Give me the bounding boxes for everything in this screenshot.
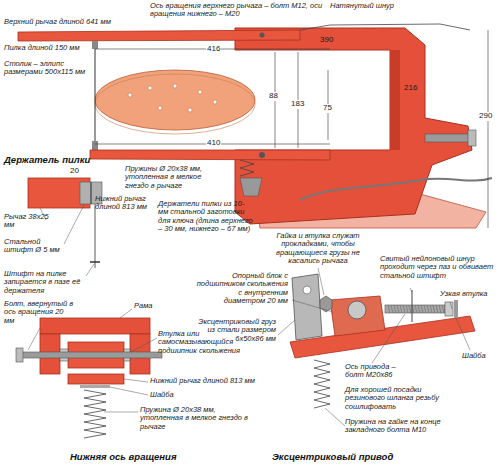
part-label: Гайка и втулка служат прокладками, чтобы…	[262, 232, 374, 266]
washer	[80, 385, 110, 388]
spring	[84, 390, 106, 438]
pivot-bolt	[260, 33, 265, 38]
narrow-sleeve	[445, 302, 453, 316]
power-cord	[300, 178, 492, 200]
part-label: Пружина Ø 20x38 мм, утопленная в мелкое …	[140, 406, 255, 431]
part-label: Узкая втулка	[440, 290, 488, 298]
table	[95, 70, 255, 130]
part-label: Втулка или самосмазывающийся подшипник с…	[158, 330, 253, 355]
dimension: 20	[70, 167, 79, 176]
saw-blade	[95, 204, 96, 268]
bracket	[240, 178, 262, 196]
washer	[454, 300, 458, 318]
cord	[300, 24, 470, 30]
spring	[314, 360, 330, 408]
bearing-block	[330, 296, 385, 336]
part-label: Штифт на пилке запирается в пазе её держ…	[4, 270, 86, 295]
table-holes	[128, 84, 217, 112]
pivot-bolt	[259, 152, 265, 158]
nut	[320, 296, 332, 312]
lower-arm	[90, 150, 330, 160]
eccentric-weight	[292, 274, 322, 340]
drive-bolt	[385, 305, 445, 313]
dimension: 416	[206, 45, 221, 54]
part-label: Стальной штифт Ø 5 мм	[4, 238, 66, 255]
section-heading: Эксцентриковый привод	[272, 452, 393, 463]
part-label: Ось вращения верхнего рычага – болт М12,…	[150, 2, 325, 19]
leader-lines	[28, 309, 157, 412]
dimension: 390	[320, 36, 333, 45]
upper-arm	[18, 30, 300, 41]
part-label: Для хорошей посадки резинового шланга ре…	[345, 386, 455, 411]
part-label: Пилка длиной 150 мм	[4, 44, 80, 52]
part-label: Рама	[134, 302, 153, 310]
dimension: 88	[268, 92, 279, 101]
part-label: Нижний рычаг длиной 813 мм	[95, 195, 153, 212]
eccentric-bolt	[425, 134, 470, 142]
dimension: 75	[322, 104, 333, 113]
blade-holder	[92, 41, 98, 49]
bearing	[348, 301, 366, 319]
spring	[240, 160, 254, 176]
bolt-head	[468, 130, 476, 146]
slot	[90, 182, 92, 204]
frame	[235, 28, 472, 224]
pivot-bolt	[22, 352, 162, 358]
blade-pin	[90, 261, 100, 263]
part-label: Держатели пилки из 10-мм стальной загото…	[158, 200, 253, 234]
bolt-head	[16, 348, 23, 362]
part-label: Опорный блок с подшипником скольжения с …	[196, 272, 288, 306]
dimension: 290	[478, 112, 493, 121]
springs	[84, 160, 330, 438]
part-label: Шайба	[462, 352, 486, 360]
frame	[40, 318, 150, 334]
part-label: Столик – эллипс размерами 500x115 мм	[4, 60, 99, 77]
part-label: Свитый нейлоновый шнур проходит через па…	[380, 255, 494, 280]
dimension: 216	[404, 84, 417, 93]
part-label: Верхний рычаг длиной 641 мм	[4, 18, 111, 26]
part-label: Рычаг 38x25 мм	[4, 213, 49, 230]
nylon-cord	[412, 290, 413, 322]
thread	[388, 305, 444, 313]
saw-blade	[95, 41, 96, 150]
dimension: 410	[206, 139, 221, 148]
part-label: Пружины Ø 20x38 мм, утопленная в мелкое …	[125, 165, 225, 190]
section-heading: Держатель пилки	[4, 155, 90, 166]
blade-holder	[92, 141, 98, 150]
hole	[303, 286, 311, 294]
part-label: Болт, ввернутый в ось вращения 20 мм	[4, 300, 74, 325]
part-label: Ось привода – болт М20x86	[345, 363, 415, 380]
section-heading: Нижняя ось вращения	[70, 452, 176, 463]
dimension-lines	[95, 30, 488, 228]
dimension: 183	[290, 100, 305, 109]
part-label: Пружина на гайке на конце закладного бол…	[345, 418, 465, 435]
lower-arm	[68, 374, 124, 384]
table-edge	[95, 74, 255, 134]
part-label: Нижний рычаг длиной 813 мм	[150, 377, 255, 385]
part-label: Шайба	[150, 391, 174, 399]
frame-shade	[390, 50, 400, 150]
part-label: Натянутый шнур	[330, 2, 394, 10]
